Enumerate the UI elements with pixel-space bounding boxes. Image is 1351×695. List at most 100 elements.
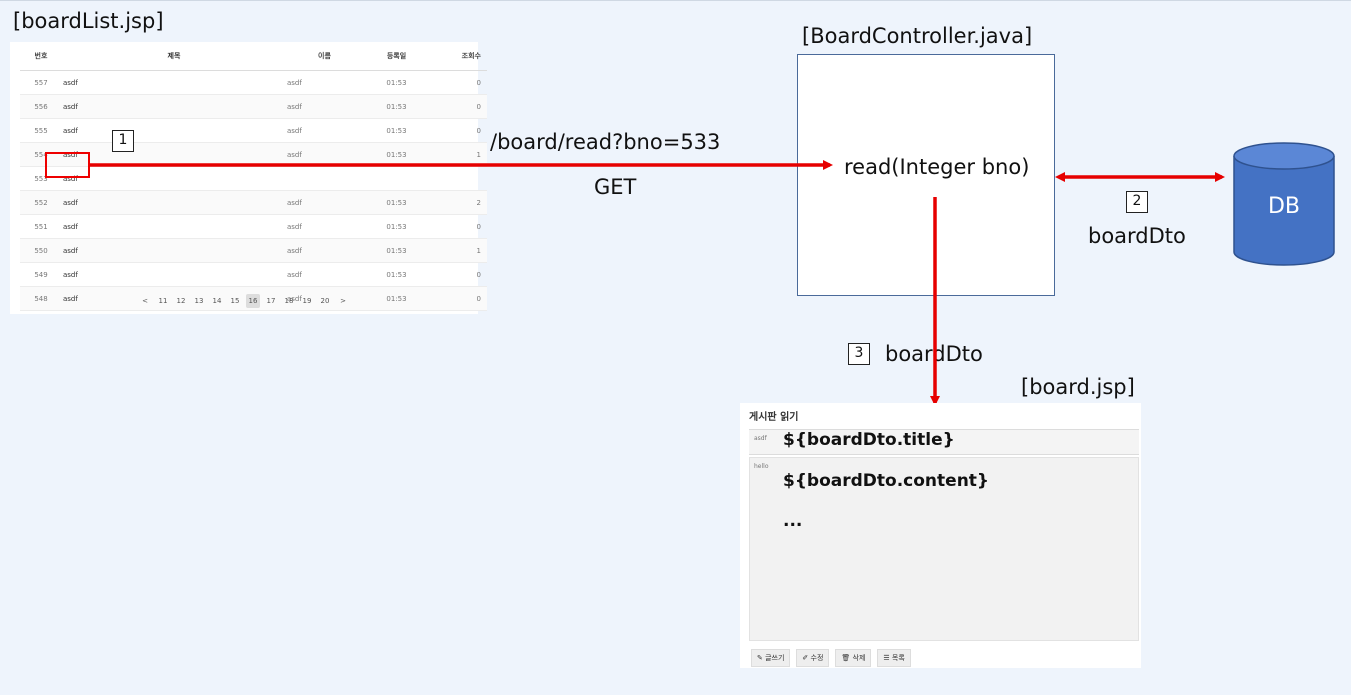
- board-view-file-label: [board.jsp]: [1021, 375, 1135, 399]
- next-page-button[interactable]: >: [340, 297, 346, 305]
- name-cell: asdf: [286, 238, 363, 263]
- db-label: DB: [1267, 194, 1301, 219]
- selected-row-highlight: [45, 152, 90, 178]
- page-link[interactable]: 17: [266, 297, 276, 305]
- title-cell[interactable]: asdf: [62, 118, 286, 143]
- views-cell: 0: [430, 214, 487, 239]
- views-cell: 0: [430, 94, 487, 119]
- views-cell: 0: [430, 118, 487, 143]
- number-cell: 549: [20, 262, 62, 287]
- date-cell: 01:53: [363, 286, 430, 311]
- date-cell: 01:53: [363, 142, 430, 167]
- title-cell[interactable]: asdf: [62, 166, 286, 191]
- page-link[interactable]: 11: [158, 297, 168, 305]
- name-cell: asdf: [286, 70, 363, 95]
- request-url: /board/read?bno=533: [490, 130, 721, 154]
- step-1-badge: 1: [112, 130, 134, 152]
- board-view-content-small: hello: [754, 463, 769, 470]
- views-cell: 0: [430, 262, 487, 287]
- prev-page-button[interactable]: <: [142, 297, 148, 305]
- page-link[interactable]: 18: [284, 297, 294, 305]
- header-number: 번호: [20, 42, 62, 71]
- content-expression: ${boardDto.content}: [783, 471, 990, 491]
- edit-button[interactable]: ✐ 수정: [796, 649, 830, 667]
- title-cell[interactable]: asdf: [62, 190, 286, 215]
- title-cell[interactable]: asdf: [62, 238, 286, 263]
- board-view-content-area: [749, 457, 1139, 641]
- views-cell: 0: [430, 286, 487, 311]
- views-cell: 2: [430, 190, 487, 215]
- list-button[interactable]: ☰ 목록: [877, 649, 911, 667]
- name-cell: asdf: [286, 142, 363, 167]
- name-cell: asdf: [286, 190, 363, 215]
- number-cell: 554: [20, 142, 62, 167]
- date-cell: 01:53: [363, 118, 430, 143]
- views-cell: 1: [430, 238, 487, 263]
- header-views: 조회수: [430, 42, 487, 71]
- number-cell: 555: [20, 118, 62, 143]
- page-link[interactable]: 14: [212, 297, 222, 305]
- step-2-badge: 2: [1126, 191, 1148, 213]
- name-cell: asdf: [286, 286, 363, 311]
- page-link[interactable]: 19: [302, 297, 312, 305]
- title-cell[interactable]: asdf: [62, 70, 286, 95]
- content-ellipsis: ...: [783, 511, 803, 531]
- title-cell[interactable]: asdf: [62, 262, 286, 287]
- board-view-screenshot: 게시판 읽기 asdf hello ${boardDto.title} ${bo…: [740, 403, 1141, 668]
- page-link[interactable]: 20: [320, 297, 330, 305]
- title-expression: ${boardDto.title}: [783, 430, 955, 450]
- controller-box: [797, 54, 1055, 296]
- step-3-badge: 3: [848, 343, 870, 365]
- board-view-title-small: asdf: [754, 435, 767, 442]
- header-name: 이름: [286, 42, 363, 71]
- page-link[interactable]: 12: [176, 297, 186, 305]
- delete-button[interactable]: 🗑 삭제: [835, 649, 872, 667]
- number-cell: 553: [20, 166, 62, 191]
- page-link[interactable]: 15: [230, 297, 240, 305]
- date-cell: 01:53: [363, 238, 430, 263]
- views-cell: 0: [430, 70, 487, 95]
- board-view-title-row: [749, 429, 1139, 455]
- write-button[interactable]: ✎ 글쓰기: [751, 649, 791, 667]
- title-cell[interactable]: asdf: [62, 214, 286, 239]
- name-cell: [286, 166, 363, 191]
- header-date: 등록일: [363, 42, 430, 71]
- board-view-buttons: ✎ 글쓰기 ✐ 수정 🗑 삭제 ☰ 목록: [751, 649, 911, 667]
- date-cell: 01:53: [363, 190, 430, 215]
- board-list-header-row: 번호 제목 이름 등록일 조회수: [20, 42, 487, 71]
- page-link[interactable]: 16: [246, 294, 260, 308]
- page-link[interactable]: 13: [194, 297, 204, 305]
- board-view-header: 게시판 읽기: [749, 412, 799, 423]
- date-cell: [363, 166, 430, 191]
- title-cell[interactable]: asdf: [62, 94, 286, 119]
- number-cell: 551: [20, 214, 62, 239]
- views-cell: [430, 166, 487, 191]
- controller-file-label: [BoardController.java]: [802, 24, 1033, 48]
- db-return-label: boardDto: [1088, 224, 1186, 248]
- pagination: <11 12 13 14 15 16 17 18 19 20 >: [10, 294, 478, 308]
- name-cell: asdf: [286, 262, 363, 287]
- name-cell: asdf: [286, 118, 363, 143]
- top-divider: [0, 0, 1351, 1]
- name-cell: asdf: [286, 214, 363, 239]
- number-cell: 552: [20, 190, 62, 215]
- number-cell: 556: [20, 94, 62, 119]
- db-cylinder-icon: [1233, 142, 1335, 266]
- views-cell: 1: [430, 142, 487, 167]
- number-cell: 557: [20, 70, 62, 95]
- number-cell: 550: [20, 238, 62, 263]
- date-cell: 01:53: [363, 94, 430, 119]
